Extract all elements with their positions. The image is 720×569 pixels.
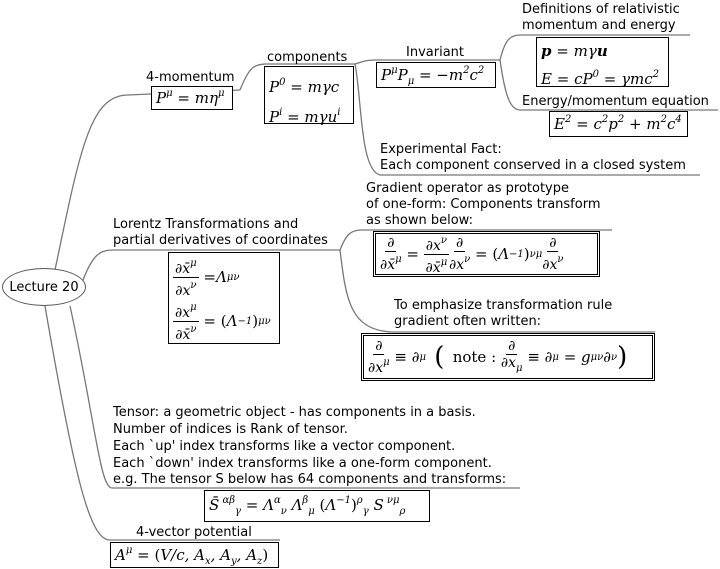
tensor-line-1: Tensor: a geometric object - has compone… xyxy=(113,405,476,420)
gradient-label-3: as shown below: xyxy=(366,213,473,228)
components-eq-space: Pi = mγui xyxy=(269,107,341,126)
gradient-label-1: Gradient operator as prototype xyxy=(366,181,569,196)
components-eq-time: P0 = mγc xyxy=(269,77,340,96)
lorentz-label-2: partial derivatives of coordinates xyxy=(113,233,328,248)
relativistic-label-2: momentum and energy xyxy=(522,18,676,33)
experimental-line-1: Experimental Fact: xyxy=(380,142,502,157)
emphasize-note-word: note : xyxy=(452,348,497,366)
relativistic-equations: p = mγu E = cP0 = γmc2 xyxy=(536,37,669,88)
four-momentum-label: 4-momentum xyxy=(146,70,235,85)
root-node-lecture[interactable]: Lecture 20 xyxy=(2,268,86,306)
components-equations: P0 = mγc Pi = mγui xyxy=(264,66,354,126)
four-momentum-equation: Pμ = mημ xyxy=(151,86,233,110)
emphasize-label-1: To emphasize transformation rule xyxy=(394,298,613,313)
root-label: Lecture 20 xyxy=(9,279,79,295)
tensor-line-4: Each `down' index transforms like a one-… xyxy=(113,456,492,471)
relativistic-label-1: Definitions of relativistic xyxy=(522,2,680,17)
energy-momentum-equation: E2 = c2p2 + m2c4 xyxy=(549,111,688,137)
emphasize-label-2: gradient often written: xyxy=(394,314,542,329)
tensor-line-3: Each `up' index transforms like a vector… xyxy=(113,439,456,454)
energy-momentum-label: Energy/momentum equation xyxy=(522,94,709,109)
lorentz-label-1: Lorentz Transformations and xyxy=(113,217,299,232)
potential-label: 4-vector potential xyxy=(136,525,252,540)
experimental-line-2: Each component conserved in a closed sys… xyxy=(380,158,686,173)
tensor-line-2: Number of indices is Rank of tensor. xyxy=(113,422,348,437)
relativistic-eq-energy: E = cP0 = γmc2 xyxy=(541,69,660,88)
components-label: components xyxy=(267,50,348,65)
invariant-equation: PμPμ = −m2c2 xyxy=(376,62,496,88)
gradient-label-2: of one-form: Components transform xyxy=(366,197,601,212)
potential-equation: Aμ = (V/c, Ax, Ay, Az) xyxy=(110,542,279,568)
invariant-label: Invariant xyxy=(406,45,464,60)
tensor-line-5: e.g. The tensor S below has 64 component… xyxy=(113,472,507,487)
relativistic-eq-momentum: p = mγu xyxy=(541,42,608,60)
tensor-equation: S̄ αβγ = Λαν Λβμ (Λ−1)ργ S νμρ xyxy=(204,490,430,522)
